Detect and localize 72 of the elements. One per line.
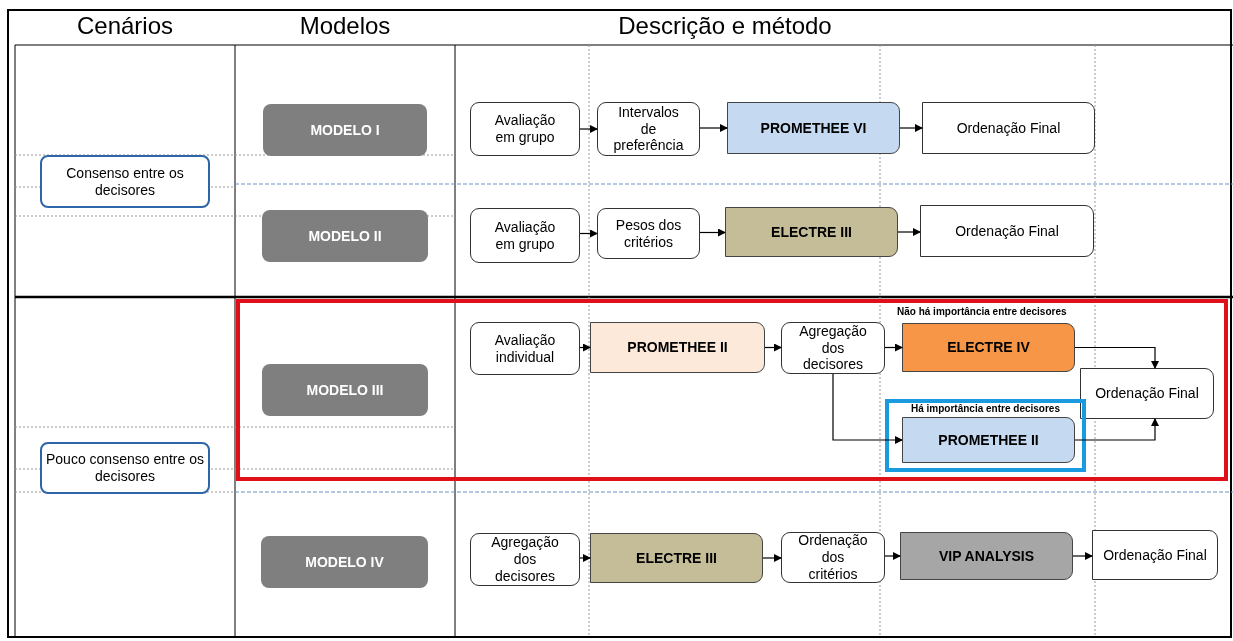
- arrow: [579, 554, 591, 562]
- box-label: Avaliação em grupo: [493, 112, 557, 146]
- box-label: ELECTRE III: [771, 223, 852, 241]
- box-label: Avaliação em grupo: [493, 218, 557, 253]
- box-label: MODELO II: [308, 227, 382, 245]
- process-box: [470, 208, 580, 263]
- arrow: [762, 554, 782, 562]
- box-label: ELECTRE IV: [947, 339, 1030, 356]
- method-box: [590, 322, 765, 373]
- box-label: Intervalos de preferência: [612, 103, 685, 155]
- method-box: [590, 533, 763, 583]
- process-box: [470, 533, 580, 586]
- box-label: MODELO III: [306, 381, 384, 399]
- process-box: [597, 208, 700, 259]
- arrow: [699, 124, 728, 132]
- arrow: [579, 343, 591, 352]
- box-caption: Não há importância entre decisores: [897, 306, 1067, 317]
- result-box: [1080, 368, 1214, 419]
- method-box: [900, 532, 1073, 580]
- method-box: [902, 323, 1075, 372]
- arrow: [1074, 346, 1159, 369]
- arrow: [764, 343, 782, 352]
- box-label: Consenso entre os decisores: [65, 164, 185, 199]
- scenario-box: [40, 442, 210, 494]
- result-box: [920, 205, 1094, 257]
- column-header: Cenários: [75, 12, 174, 40]
- box-label: PROMETHEE II: [938, 431, 1039, 449]
- arrow: [699, 228, 726, 237]
- model-box: [261, 536, 428, 588]
- process-box: [781, 322, 885, 374]
- box-label: Agregação dos decisores: [490, 534, 560, 585]
- scenario-box: [40, 155, 210, 208]
- arrow: [579, 125, 598, 133]
- frame-heading: Há importância entre decisores: [911, 403, 1060, 415]
- box-label: Ordenação Final: [1103, 546, 1207, 564]
- model-box: [262, 210, 428, 262]
- model-box: [263, 104, 427, 156]
- method-box: [902, 417, 1075, 463]
- box-label: MODELO IV: [305, 553, 384, 571]
- result-box: [1092, 530, 1218, 580]
- method-box: [725, 207, 898, 257]
- result-box: [922, 102, 1095, 154]
- box-label: ELECTRE III: [636, 549, 717, 567]
- arrow: [579, 229, 598, 238]
- highlight-frame: [885, 399, 1086, 472]
- process-box: [470, 102, 580, 156]
- arrow: [1074, 418, 1159, 441]
- process-box: [470, 322, 580, 375]
- arrow: [884, 343, 903, 352]
- box-label: Pouco consenso entre os decisores: [45, 451, 205, 485]
- box-label: MODELO I: [310, 121, 380, 139]
- box-label: Ordenação Final: [955, 222, 1059, 240]
- box-label: PROMETHEE II: [627, 339, 728, 356]
- box-label: Ordenação dos critérios: [797, 532, 869, 583]
- method-box: [727, 102, 900, 154]
- box-label: Ordenação Final: [1095, 385, 1199, 402]
- arrow: [1072, 552, 1093, 560]
- box-label: Ordenação Final: [956, 119, 1061, 137]
- arrow: [899, 124, 923, 132]
- box-label: Avaliação individual: [493, 331, 557, 366]
- column-header: Modelos: [298, 12, 392, 40]
- box-label: VIP ANALYSIS: [938, 547, 1035, 565]
- arrow: [832, 373, 903, 444]
- process-box: [597, 102, 700, 156]
- model-box: [262, 364, 428, 416]
- box-label: Pesos dos critérios: [614, 216, 683, 251]
- arrow: [897, 228, 921, 236]
- column-header: Descrição e método: [617, 12, 833, 40]
- box-label: Agregação dos decisores: [798, 322, 868, 374]
- process-box: [781, 532, 885, 583]
- arrow: [884, 552, 901, 560]
- box-label: PROMETHEE VI: [760, 119, 867, 137]
